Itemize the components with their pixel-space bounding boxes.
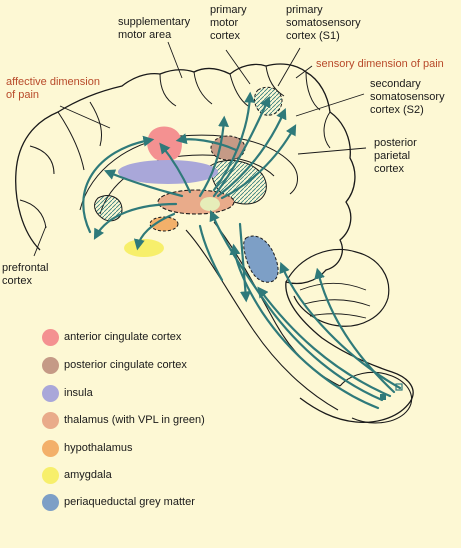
amygdala-region <box>124 239 164 257</box>
legend-label: periaqueductal grey matter <box>64 496 195 508</box>
label-primary-somatosensory-cortex: primary somatosensory cortex (S1) <box>286 4 361 42</box>
legend-swatch <box>42 385 59 402</box>
insula-region <box>118 160 218 184</box>
legend-swatch <box>42 467 59 484</box>
hypothalamus-region <box>149 216 179 232</box>
brain-outline <box>15 63 414 423</box>
legend-swatch <box>42 329 59 346</box>
vpl-region <box>200 197 220 211</box>
label-supplementary-motor-area: supplementary motor area <box>118 16 191 41</box>
label-posterior-parietal-cortex: posterior parietal cortex <box>374 137 417 175</box>
legend-label: hypothalamus <box>64 442 133 454</box>
legend-swatch <box>42 440 59 457</box>
legend-swatch <box>42 412 59 429</box>
label-prefrontal-cortex: prefrontal cortex <box>2 262 49 287</box>
periaqueductal-grey-region <box>243 235 279 283</box>
legend-swatch <box>42 357 59 374</box>
label-secondary-somatosensory-cortex: secondary somatosensory cortex (S2) <box>370 78 445 116</box>
anterior-cingulate-region <box>147 126 182 162</box>
legend-label: posterior cingulate cortex <box>64 359 187 371</box>
pain-pathways <box>82 91 402 410</box>
label-affective-dimension: affective dimension of pain <box>6 76 100 101</box>
legend-label: amygdala <box>64 469 112 481</box>
label-primary-motor-cortex: primary motor cortex <box>210 4 247 42</box>
legend-label: insula <box>64 387 93 399</box>
legend-swatch <box>42 494 59 511</box>
label-sensory-dimension: sensory dimension of pain <box>316 58 444 70</box>
legend-label: anterior cingulate cortex <box>64 331 182 343</box>
legend-label: thalamus (with VPL in green) <box>64 414 205 426</box>
